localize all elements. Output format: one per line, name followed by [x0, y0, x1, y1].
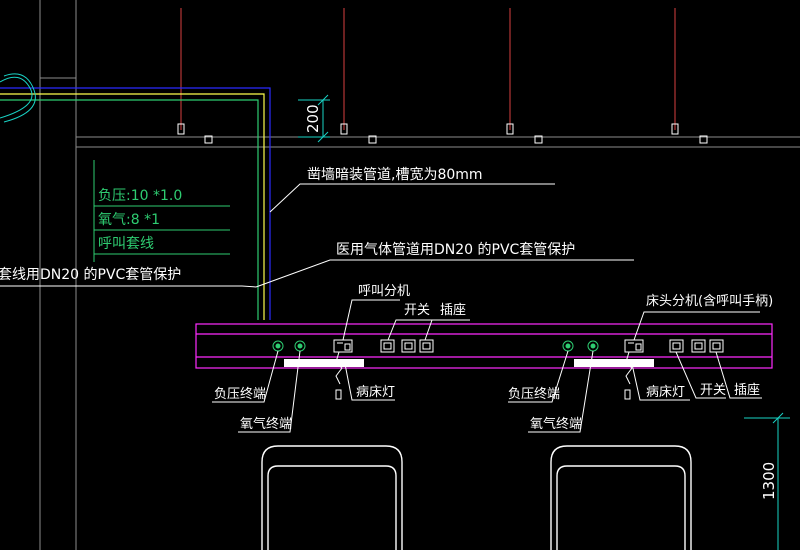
bed-2 — [550, 445, 692, 550]
oxygen-outlet-label-2: 氧气终端 — [530, 416, 582, 432]
call-handsets — [335, 351, 633, 400]
legend-lines — [93, 160, 230, 262]
hanger-clamps — [177, 123, 708, 144]
bed-1 — [261, 445, 403, 550]
bed-light-label-2: 病床灯 — [646, 385, 685, 400]
gas-pipe-note: 医用气体管道用DN20 的PVC套管保护 — [336, 242, 575, 258]
vacuum-outlet-label-2: 负压终端 — [508, 386, 560, 402]
panel-devices — [333, 339, 724, 353]
bedhead-panel — [195, 323, 773, 369]
socket-label-1: 插座 — [440, 303, 466, 318]
note-leaders — [0, 183, 634, 288]
socket-label-2: 插座 — [734, 383, 760, 398]
bed-light-bar-1 — [284, 359, 364, 367]
bed-light-bar-2 — [574, 359, 654, 367]
dimension-1300 — [744, 412, 790, 550]
device-leaders — [212, 299, 762, 433]
dimension-1300-label: 1300 — [760, 462, 778, 500]
bed-light-label-1: 病床灯 — [356, 385, 395, 400]
switch-label-1: 开关 — [404, 303, 430, 318]
legend-call-wire: 呼叫套线 — [98, 236, 154, 252]
wall-structure — [39, 0, 800, 550]
oxygen-outlet-label-1: 氧气终端 — [240, 416, 292, 432]
wire-pipe-note: 套线用DN20 的PVC套管保护 — [0, 267, 181, 283]
legend-vacuum: 负压:10 *1.0 — [98, 188, 182, 204]
trench-note: 凿墙暗装管道,槽宽为80mm — [307, 166, 483, 183]
legend-oxygen: 氧气:8 *1 — [98, 212, 160, 228]
switch-label-2: 开关 — [700, 383, 726, 398]
vacuum-outlet-label-1: 负压终端 — [214, 386, 266, 402]
dimension-200 — [298, 94, 330, 143]
call-unit-label: 呼叫分机 — [358, 284, 410, 299]
ceiling-hangers — [180, 8, 676, 130]
dimension-200-label: 200 — [304, 104, 322, 133]
break-symbol — [0, 73, 36, 123]
bedhead-unit-label: 床头分机(含呼叫手柄) — [646, 293, 773, 309]
pipe-runs — [0, 87, 271, 320]
gas-outlets — [272, 340, 599, 352]
